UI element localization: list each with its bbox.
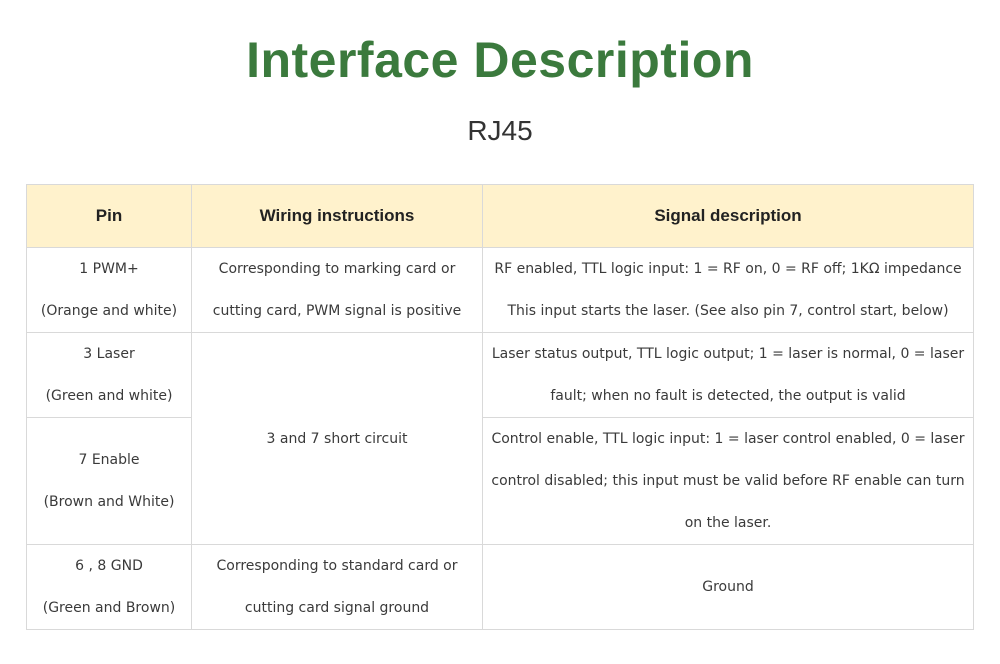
- table-header-row: Pin Wiring instructions Signal descripti…: [26, 184, 974, 248]
- wiring-text: 3 and 7 short circuit: [266, 430, 408, 447]
- wiring-cell: Corresponding to marking card or cutting…: [191, 247, 483, 333]
- table-row: 3 Laser (Green and white) 3 and 7 short …: [26, 332, 974, 545]
- page-subtitle: RJ45: [467, 115, 533, 146]
- pin-color: (Brown and White): [43, 494, 175, 510]
- wiring-text: cutting card, PWM signal is positive: [212, 303, 462, 319]
- pin-cell: 6 , 8 GND (Green and Brown): [26, 544, 192, 630]
- header-signal: Signal description: [482, 184, 974, 248]
- page-title: Interface Description: [246, 32, 754, 88]
- pin-name: 1 PWM+: [79, 261, 139, 277]
- signal-text: Control enable, TTL logic input: 1 = las…: [491, 431, 965, 531]
- pin-color: (Green and Brown): [42, 600, 176, 616]
- signal-text: This input starts the laser. (See also p…: [507, 303, 949, 319]
- pin-color: (Orange and white): [40, 303, 178, 319]
- signal-cell: Control enable, TTL logic input: 1 = las…: [482, 417, 974, 545]
- signal-text: Ground: [702, 579, 754, 595]
- pin-color: (Green and white): [45, 388, 173, 404]
- signal-cell: RF enabled, TTL logic input: 1 = RF on, …: [482, 247, 974, 333]
- wiring-text: Corresponding to standard card or: [216, 558, 458, 574]
- table-row: 7 Enable (Brown and White) Control enabl…: [26, 417, 974, 545]
- signal-cell: Laser status output, TTL logic output; 1…: [482, 332, 974, 418]
- wiring-text: Corresponding to marking card or: [218, 261, 456, 277]
- pin-cell: 1 PWM+ (Orange and white): [26, 247, 192, 333]
- pin-name: 7 Enable: [78, 452, 140, 468]
- table-row: 6 , 8 GND (Green and Brown) Correspondin…: [26, 544, 974, 630]
- pin-cell: 7 Enable (Brown and White): [26, 417, 192, 545]
- wiring-text: cutting card signal ground: [244, 600, 430, 616]
- wiring-cell: Corresponding to standard card or cuttin…: [191, 544, 483, 630]
- header-pin: Pin: [26, 184, 192, 248]
- interface-table: Pin Wiring instructions Signal descripti…: [26, 184, 974, 630]
- wiring-cell: 3 and 7 short circuit: [191, 332, 483, 545]
- signal-text: Laser status output, TTL logic output; 1…: [491, 346, 965, 404]
- pin-name: 6 , 8 GND: [75, 558, 143, 574]
- pin-name: 3 Laser: [83, 346, 135, 362]
- signal-text: RF enabled, TTL logic input: 1 = RF on, …: [494, 261, 962, 277]
- table-row: 1 PWM+ (Orange and white) Corresponding …: [26, 247, 974, 333]
- signal-cell: Ground: [482, 544, 974, 630]
- pin-cell: 3 Laser (Green and white): [26, 332, 192, 418]
- header-wiring: Wiring instructions: [191, 184, 483, 248]
